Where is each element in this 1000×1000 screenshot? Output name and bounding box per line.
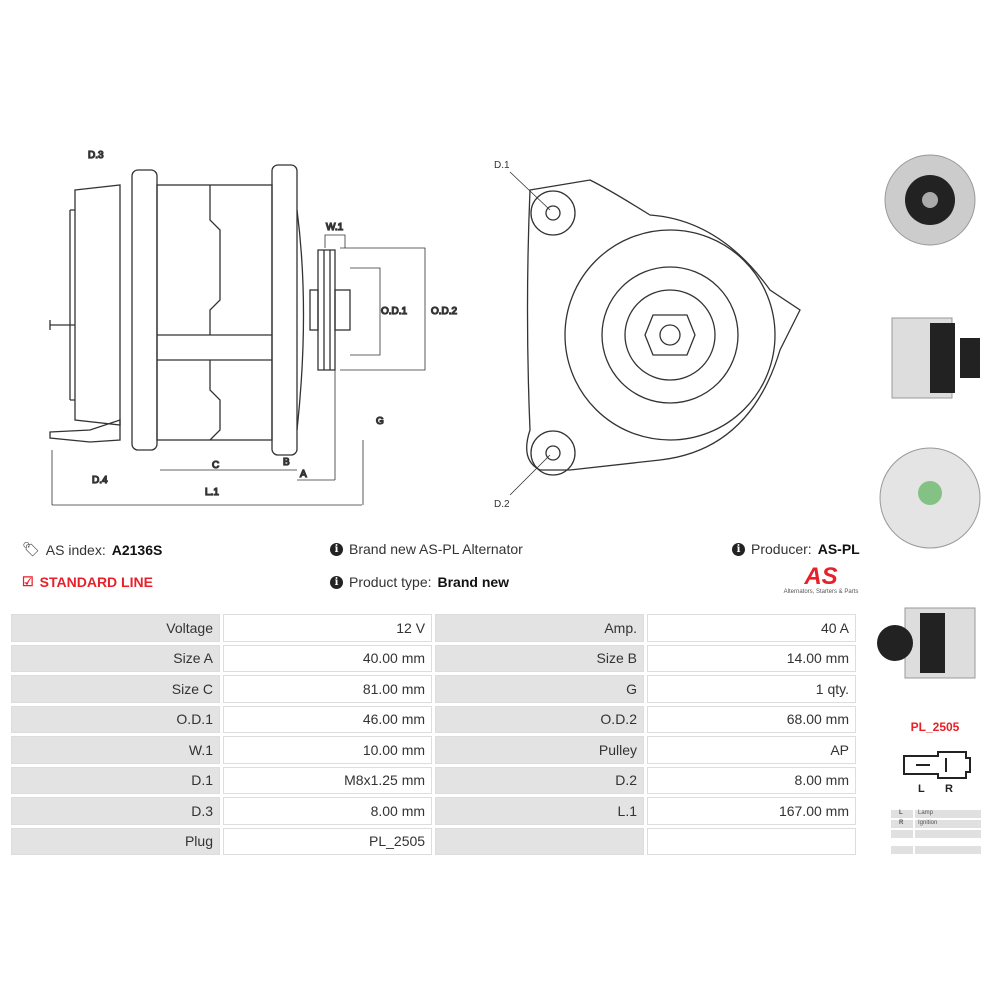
spec-value: 12 V bbox=[223, 614, 433, 642]
as-index: 🏷AS index:A2136S bbox=[22, 541, 163, 558]
spec-label: Size B bbox=[435, 644, 644, 672]
label-w1: W.1 bbox=[326, 222, 344, 233]
pin-desc bbox=[915, 846, 981, 854]
pin-code: R bbox=[891, 820, 913, 828]
spec-label: D.1 bbox=[11, 766, 220, 794]
info-icon: i bbox=[330, 542, 343, 556]
spec-value: M8x1.25 mm bbox=[223, 766, 433, 794]
pin-code bbox=[891, 846, 913, 854]
label-od2: O.D.2 bbox=[431, 306, 458, 317]
standard-line: ☑STANDARD LINE bbox=[22, 574, 153, 590]
spec-value bbox=[647, 827, 856, 855]
spec-value: 68.00 mm bbox=[647, 705, 856, 733]
info-icon: i bbox=[732, 542, 745, 556]
pin-row bbox=[891, 846, 981, 854]
spec-value: 1 qty. bbox=[647, 675, 856, 703]
label-c: C bbox=[212, 460, 219, 471]
spec-value: 40 A bbox=[647, 614, 856, 642]
spec-label: Plug bbox=[11, 827, 220, 855]
spec-label: Amp. bbox=[435, 614, 644, 642]
label-d1: D.1 bbox=[494, 160, 510, 171]
pin-code bbox=[891, 830, 913, 838]
spec-label: D.2 bbox=[435, 766, 644, 794]
label-d2: D.2 bbox=[494, 499, 510, 510]
spec-label: G bbox=[435, 675, 644, 703]
pin-desc bbox=[915, 830, 981, 838]
side-view-diagram: D.3 D.4 W.1 O.D.1 O.D.2 G C B A L.1 bbox=[49, 149, 458, 506]
tag-icon: 🏷 bbox=[22, 541, 40, 557]
label-a: A bbox=[300, 469, 307, 480]
label-od1: O.D.1 bbox=[381, 306, 408, 317]
front-view-diagram: D.1 D.2 bbox=[494, 160, 801, 510]
checkbox-icon: ☑ bbox=[22, 574, 34, 589]
spec-value: 8.00 mm bbox=[647, 766, 856, 794]
pin-row bbox=[891, 830, 981, 838]
label-d3: D.3 bbox=[88, 150, 104, 161]
spec-label bbox=[435, 827, 644, 855]
label-b: B bbox=[283, 457, 290, 468]
spec-value: 40.00 mm bbox=[223, 644, 433, 672]
spec-value: PL_2505 bbox=[223, 827, 433, 855]
spec-label: Voltage bbox=[11, 614, 220, 642]
plug-label-r: R bbox=[945, 783, 953, 795]
spec-value: 46.00 mm bbox=[223, 705, 433, 733]
label-d4: D.4 bbox=[92, 475, 108, 486]
product-photo-front[interactable] bbox=[878, 140, 983, 295]
spec-label: D.3 bbox=[11, 797, 220, 825]
spec-label: Size C bbox=[11, 675, 220, 703]
spec-label: Size A bbox=[11, 644, 220, 672]
pin-desc: Lamp bbox=[915, 810, 981, 818]
plug-connector-icon bbox=[903, 751, 971, 779]
spec-value: 14.00 mm bbox=[647, 644, 856, 672]
pin-desc: Ignition bbox=[915, 820, 981, 828]
plug-name: PL_2505 bbox=[910, 720, 960, 734]
spec-label: O.D.2 bbox=[435, 705, 644, 733]
plug-label-l: L bbox=[918, 783, 925, 795]
spec-label: L.1 bbox=[435, 797, 644, 825]
spec-value: 10.00 mm bbox=[223, 736, 433, 764]
spec-label: O.D.1 bbox=[11, 705, 220, 733]
spec-label: W.1 bbox=[11, 736, 220, 764]
spec-value: 8.00 mm bbox=[223, 797, 433, 825]
product-photo-rear[interactable] bbox=[875, 418, 985, 583]
info-icon: i bbox=[330, 575, 343, 589]
spec-value: 81.00 mm bbox=[223, 675, 433, 703]
pin-code: L bbox=[891, 810, 913, 818]
product-photo-side[interactable] bbox=[880, 298, 990, 413]
label-g: G bbox=[376, 416, 384, 427]
product-photo-angle[interactable] bbox=[875, 588, 985, 698]
label-l1: L.1 bbox=[205, 487, 219, 498]
spec-value: AP bbox=[647, 736, 856, 764]
as-pl-logo: AS Alternators, Starters & Parts bbox=[783, 563, 859, 596]
spec-value: 167.00 mm bbox=[647, 797, 856, 825]
spec-label: Pulley bbox=[435, 736, 644, 764]
